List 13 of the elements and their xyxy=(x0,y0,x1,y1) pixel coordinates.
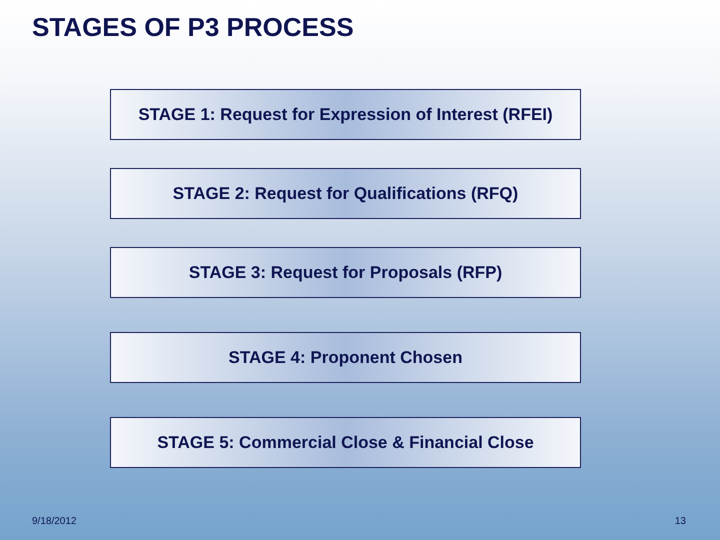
stage-label: STAGE 4: Proponent Chosen xyxy=(228,348,462,368)
stage-box xyxy=(110,89,581,140)
stage-label: STAGE 3: Request for Proposals (RFP) xyxy=(188,262,502,282)
stage-box xyxy=(110,168,581,219)
slide-title: STAGES OF P3 PROCESS xyxy=(32,12,354,43)
page-number: 13 xyxy=(674,516,686,527)
stage-label: STAGE 5: Commercial Close & Financial Close xyxy=(157,432,534,452)
stage-label: STAGE 2: Request for Qualifications (RFQ) xyxy=(172,184,518,204)
stage-label: STAGE 1: Request for Expression of Interest (RFEI) xyxy=(138,104,553,124)
stage-box xyxy=(110,247,581,298)
date-label: 9/18/2012 xyxy=(32,516,76,527)
stage-box xyxy=(110,332,581,383)
stage-box xyxy=(110,417,581,468)
